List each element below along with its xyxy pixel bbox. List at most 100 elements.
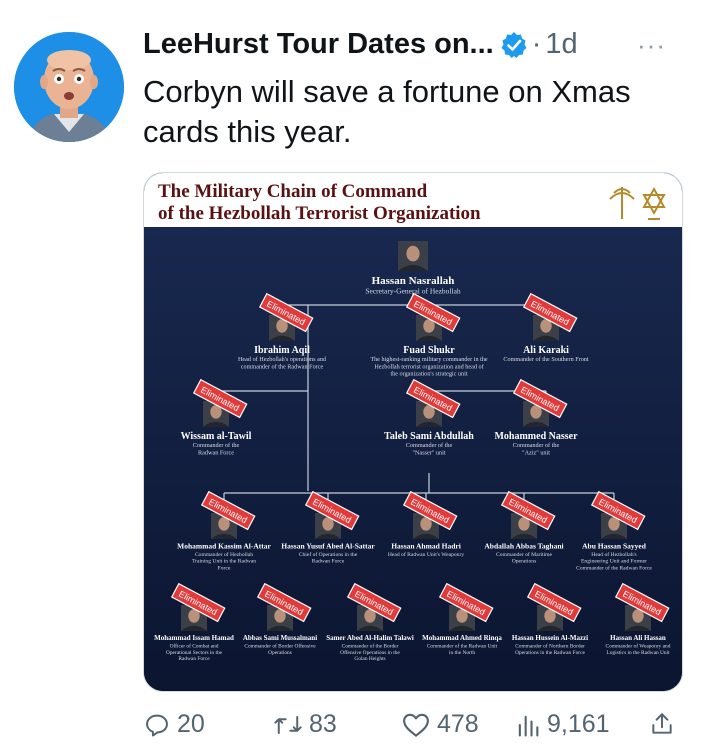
person-face — [210, 405, 222, 419]
tweet-actions: 20 83 478 9,161 — [143, 710, 683, 746]
person-face — [406, 245, 420, 262]
person-role: Commander of the"Aziz" unit — [513, 442, 560, 456]
person-body — [203, 421, 229, 427]
person-face — [364, 609, 376, 623]
person-name: Hassan Hussein Al-Mazzi — [512, 634, 588, 642]
person-body — [315, 533, 341, 539]
person-body — [601, 533, 627, 539]
person-body — [357, 625, 383, 631]
views-button[interactable]: 9,161 — [515, 710, 610, 739]
post-time[interactable]: 1d — [545, 28, 578, 60]
retweet-button[interactable]: 83 — [273, 710, 337, 739]
person-name: Abdallah Abbas Taghani — [484, 542, 563, 551]
person-face — [274, 609, 286, 623]
reply-icon — [146, 714, 168, 736]
person-face — [423, 405, 435, 419]
person-name: Ali Karaki — [523, 345, 569, 356]
person-role: Secretary-General of Hezbollah — [365, 287, 461, 296]
person-body — [449, 625, 475, 631]
chart-title-line2: of the Hezbollah Terrorist Organization — [158, 203, 481, 224]
person-name: Hassan Yusuf Abed Al-Sattar — [281, 542, 375, 551]
person-name: Mohammad Issam Hamad — [154, 634, 234, 642]
person-body — [416, 335, 442, 341]
tweet-header: LeeHurst Tour Dates on... · 1d — [143, 28, 578, 61]
person-name: Mohammed Nasser — [494, 431, 578, 442]
person-face — [530, 405, 542, 419]
share-button[interactable] — [649, 710, 681, 738]
verified-badge-icon[interactable] — [500, 31, 528, 59]
person-name: Samer Abed Al-Halim Talawi — [326, 634, 414, 642]
person-name: Mohammad Ahmed Rinqa — [422, 634, 502, 642]
person-name: Fuad Shukr — [403, 345, 455, 356]
person-face — [188, 609, 200, 623]
reply-button[interactable]: 20 — [143, 710, 205, 739]
person-body — [523, 421, 549, 427]
like-count: 478 — [437, 710, 479, 738]
retweet-count: 83 — [309, 710, 337, 738]
share-icon — [652, 713, 672, 734]
person-face — [518, 517, 530, 531]
person-name: Hassan Ali Hassan — [610, 634, 666, 642]
person-face — [456, 609, 468, 623]
person-face — [322, 517, 334, 531]
person-face — [276, 319, 288, 333]
person-body — [511, 533, 537, 539]
views-chart-icon — [518, 715, 539, 737]
person-body — [269, 335, 295, 341]
separator-dot: · — [531, 28, 542, 60]
chart-title-line1: The Military Chain of Command — [158, 181, 428, 202]
person-face — [420, 517, 432, 531]
person-face — [218, 517, 230, 531]
tweet-text: Corbyn will save a fortune on Xmas cards… — [143, 74, 631, 149]
author-avatar[interactable] — [14, 32, 124, 142]
tweet-media-image[interactable]: The Military Chain of Command of the Hez… — [143, 172, 683, 692]
person-role: Commander of the"Nasser" unit — [406, 442, 453, 456]
person-body — [625, 625, 651, 631]
person-body — [537, 625, 563, 631]
person-body — [267, 625, 293, 631]
like-button[interactable]: 478 — [401, 710, 479, 739]
person-name: Abu Hassan Sayyed — [582, 542, 647, 551]
person-face — [540, 319, 552, 333]
person-name: Wissam al-Tawil — [181, 431, 252, 442]
views-count: 9,161 — [547, 710, 610, 738]
person-name: Abbas Sami Mussalmani — [243, 634, 317, 642]
person-name: Ibrahim Aqil — [254, 345, 310, 356]
person-body — [181, 625, 207, 631]
person-face — [544, 609, 556, 623]
person-body — [533, 335, 559, 341]
person-role: Commander of the Southern Front — [503, 356, 589, 363]
person-face — [423, 319, 435, 333]
person-role: Head of Radwan Unit's Weaponry — [388, 551, 464, 558]
idf-emblem-icon — [609, 186, 666, 220]
person-name: Hassan Nasrallah — [372, 275, 455, 287]
retweet-icon — [274, 715, 302, 734]
person-face — [608, 517, 620, 531]
person-name: Hassan Ahmad Hadri — [391, 542, 461, 551]
more-horizontal-icon[interactable]: ··· — [637, 30, 666, 60]
person-name: Taleb Sami Abdullah — [384, 431, 474, 442]
person-role: The highest-ranking military commander i… — [370, 356, 488, 377]
person-name: Mohammad Kassim Al-Attar — [177, 542, 271, 551]
author-name[interactable]: LeeHurst Tour Dates on... — [143, 28, 494, 60]
